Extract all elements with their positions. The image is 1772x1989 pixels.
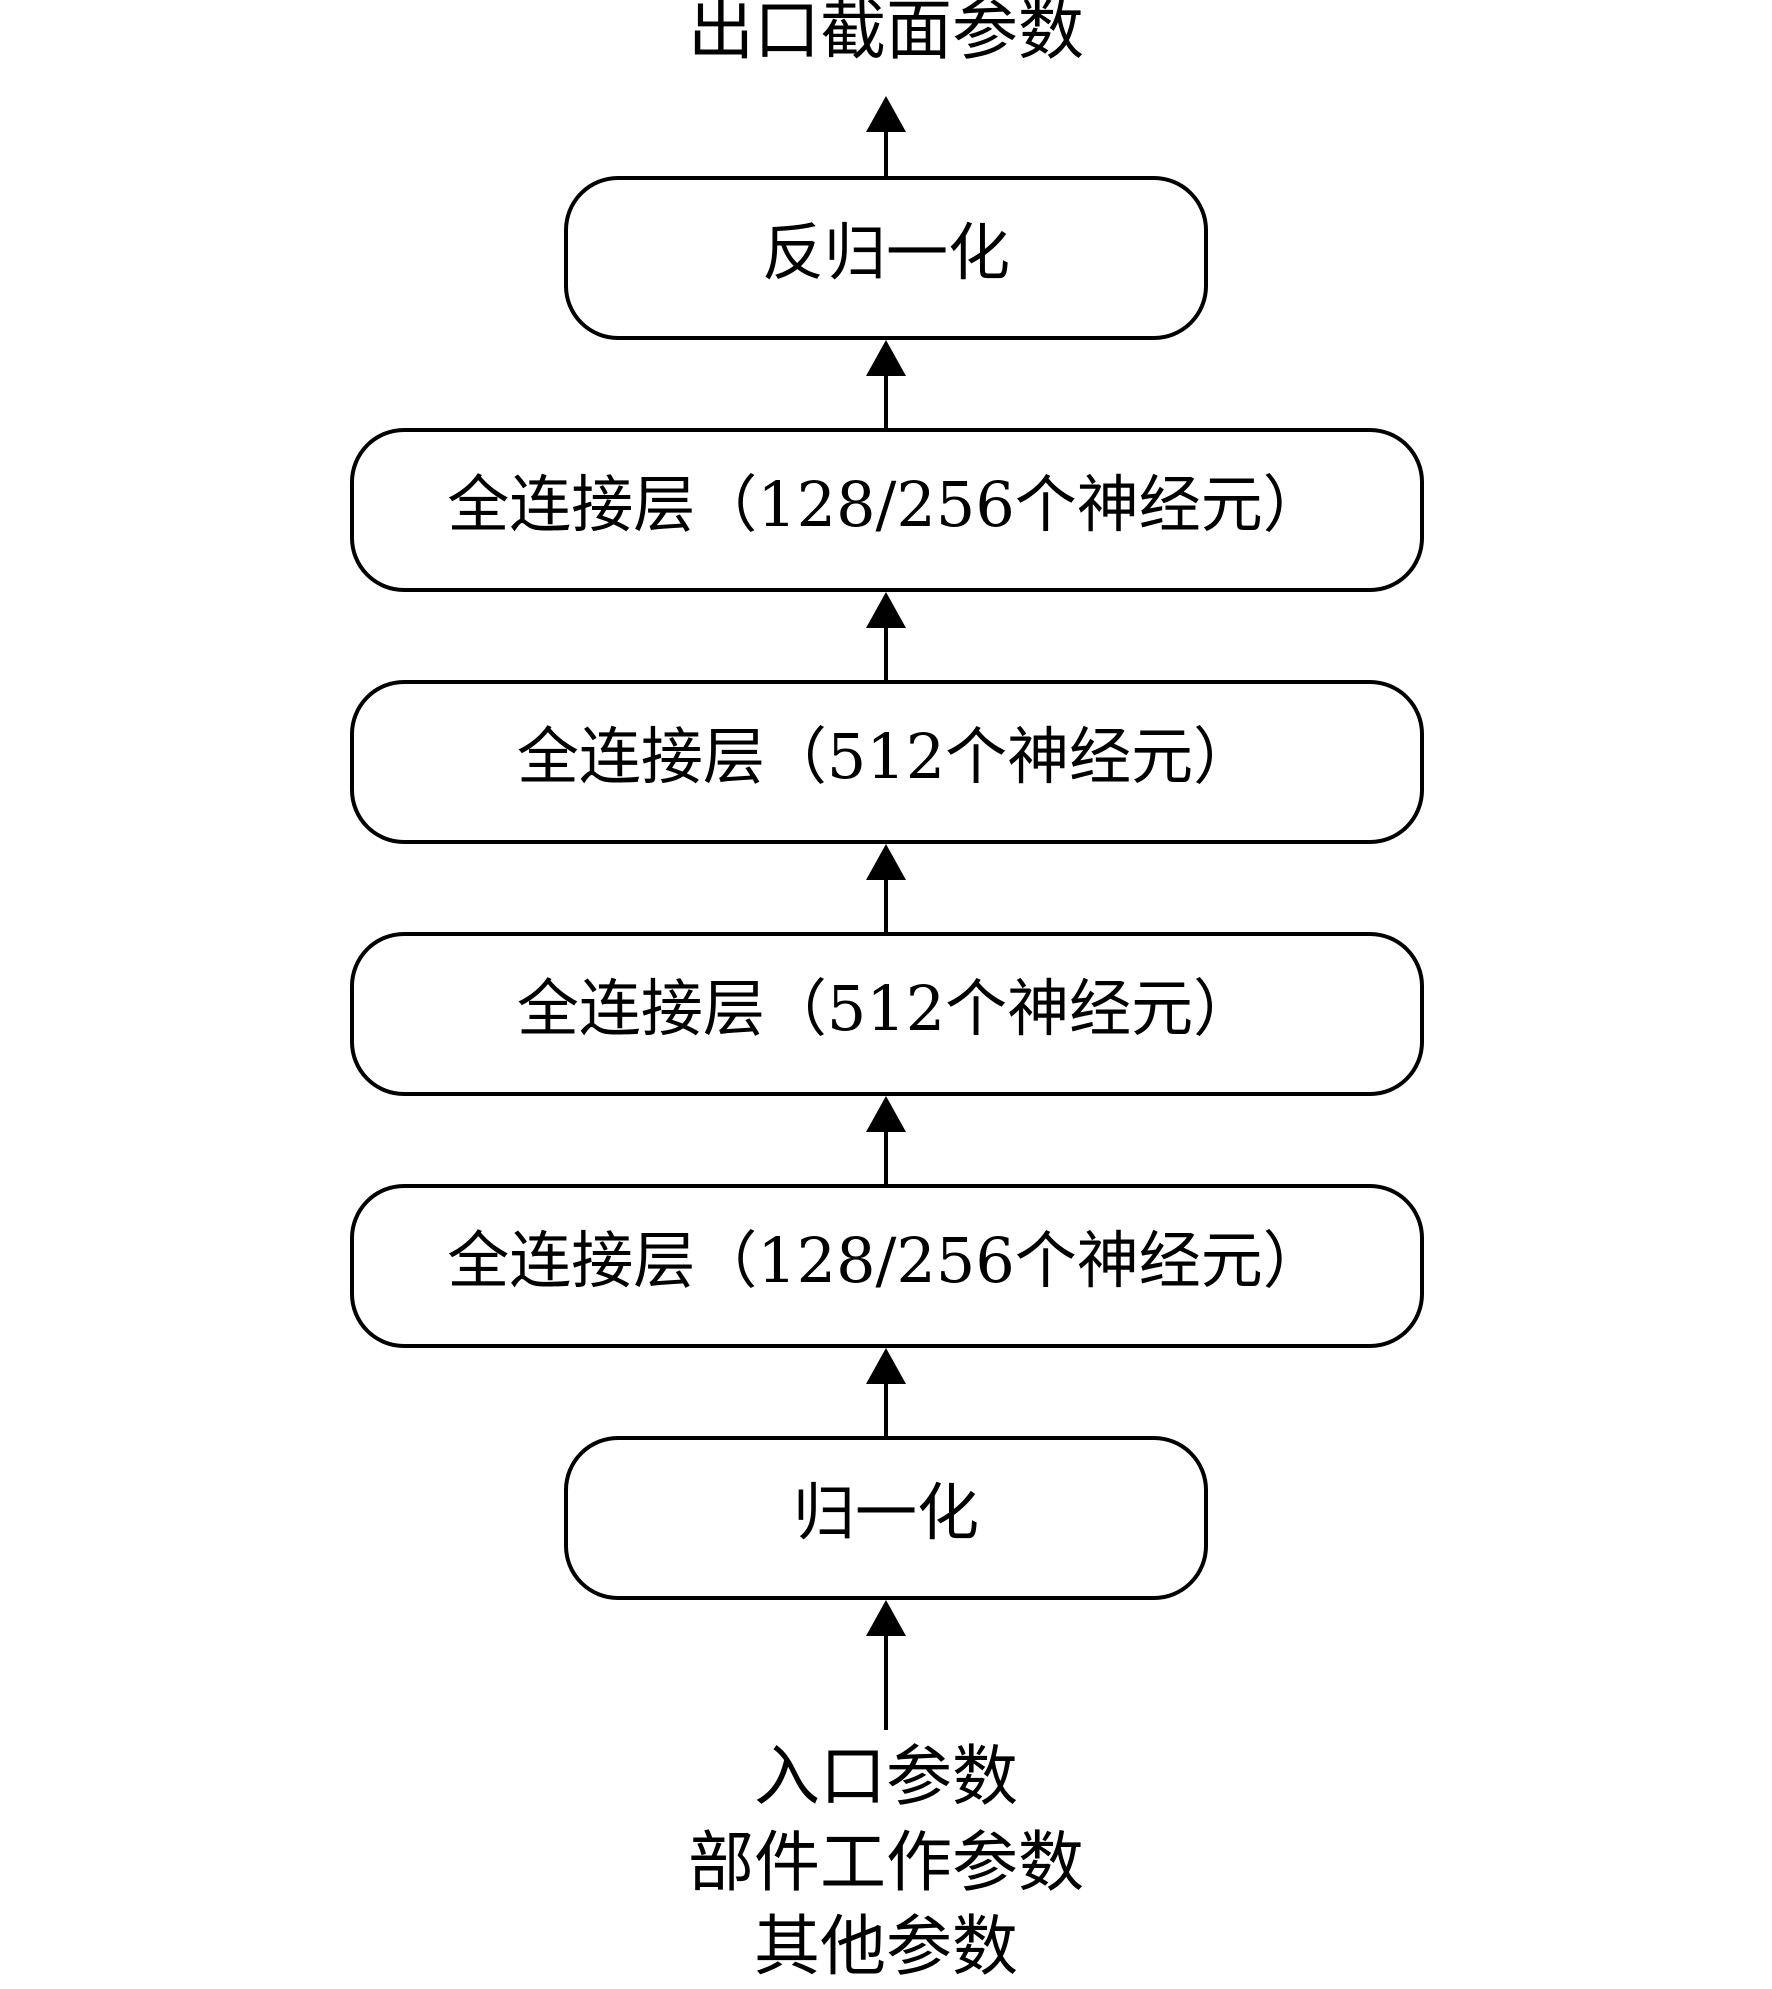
output-label: 出口截面参数 [688,0,1084,69]
node-fc3: 全连接层（512个神经元） [350,680,1424,844]
edge-fc4-to-denormalize [866,340,906,428]
edge-input-to-normalize [866,1600,906,1730]
arrowhead-icon [866,340,906,376]
edge-fc2-to-fc3 [866,844,906,932]
edge-denormalize-to-output [866,96,906,176]
arrowhead-icon [866,1348,906,1384]
edge-fc3-to-fc4 [866,592,906,680]
input-label: 其他参数 [754,1908,1018,1985]
node-fc4: 全连接层（128/256个神经元） [350,428,1424,592]
arrowhead-icon [866,844,906,880]
node-fc1: 全连接层（128/256个神经元） [350,1184,1424,1348]
node-fc1-label: 全连接层（128/256个神经元） [447,1224,1325,1297]
edge-normalize-to-fc1 [866,1348,906,1436]
node-denormalize-label: 反归一化 [762,216,1010,289]
node-fc4-label: 全连接层（128/256个神经元） [447,468,1325,541]
node-normalize: 归一化 [564,1436,1208,1600]
input-label: 部件工作参数 [688,1824,1084,1901]
arrowhead-icon [866,96,906,132]
edge-fc1-to-fc2 [866,1096,906,1184]
input-label: 入口参数 [754,1738,1018,1815]
arrowhead-icon [866,1600,906,1636]
node-normalize-label: 归一化 [793,1476,979,1549]
arrowhead-icon [866,592,906,628]
node-fc2: 全连接层（512个神经元） [350,932,1424,1096]
node-fc3-label: 全连接层（512个神经元） [517,720,1255,793]
node-fc2-label: 全连接层（512个神经元） [517,972,1255,1045]
arrowhead-icon [866,1096,906,1132]
node-denormalize: 反归一化 [564,176,1208,340]
